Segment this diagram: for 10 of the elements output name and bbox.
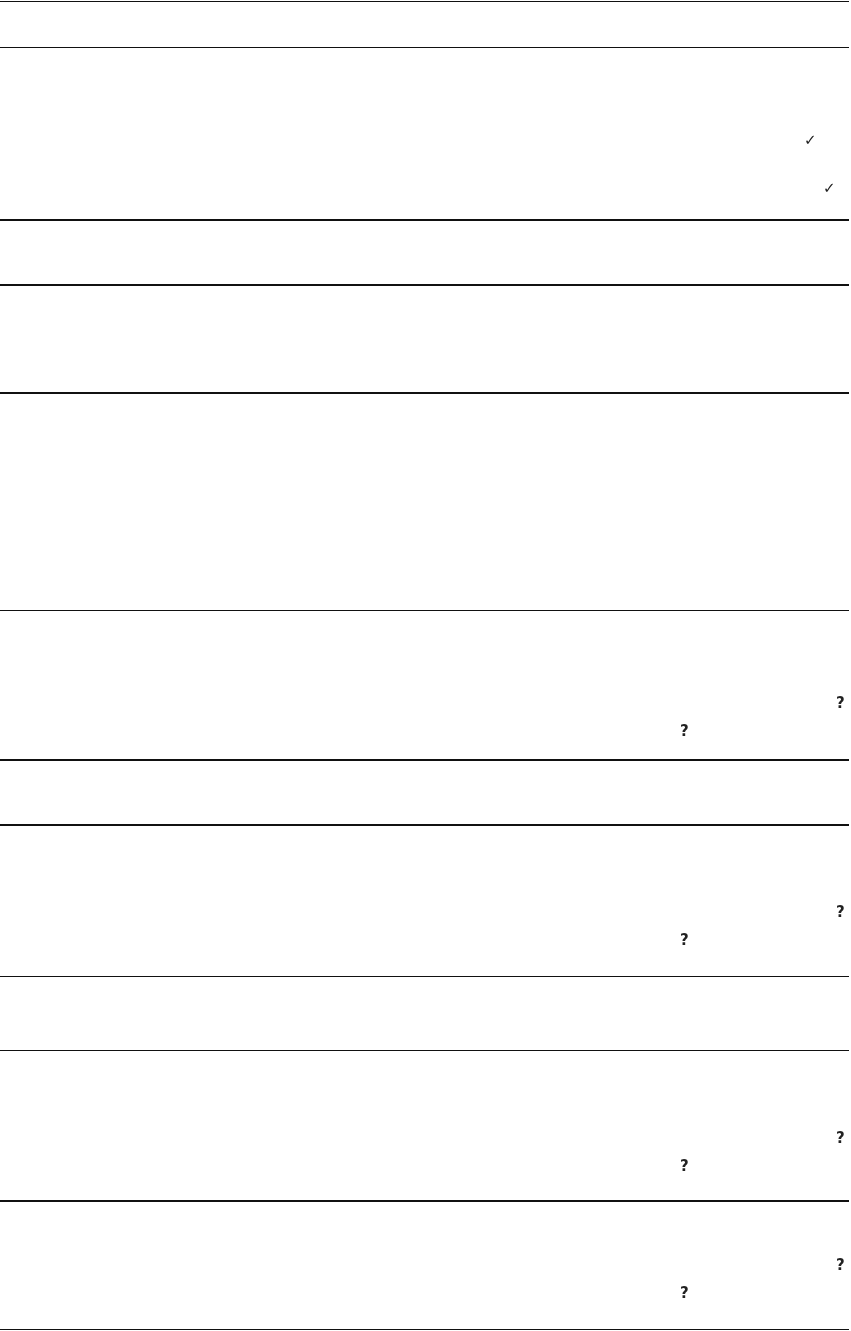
question-mark: ? [836,1257,845,1273]
check-mark: ✓ [823,180,836,196]
check-mark: ✓ [804,132,817,148]
question-mark: ? [680,723,689,739]
question-mark: ? [680,1285,689,1301]
question-mark: ? [680,1158,689,1174]
question-mark: ? [680,932,689,948]
question-mark: ? [836,695,845,711]
question-mark: ? [836,1130,845,1146]
question-mark: ? [836,904,845,920]
